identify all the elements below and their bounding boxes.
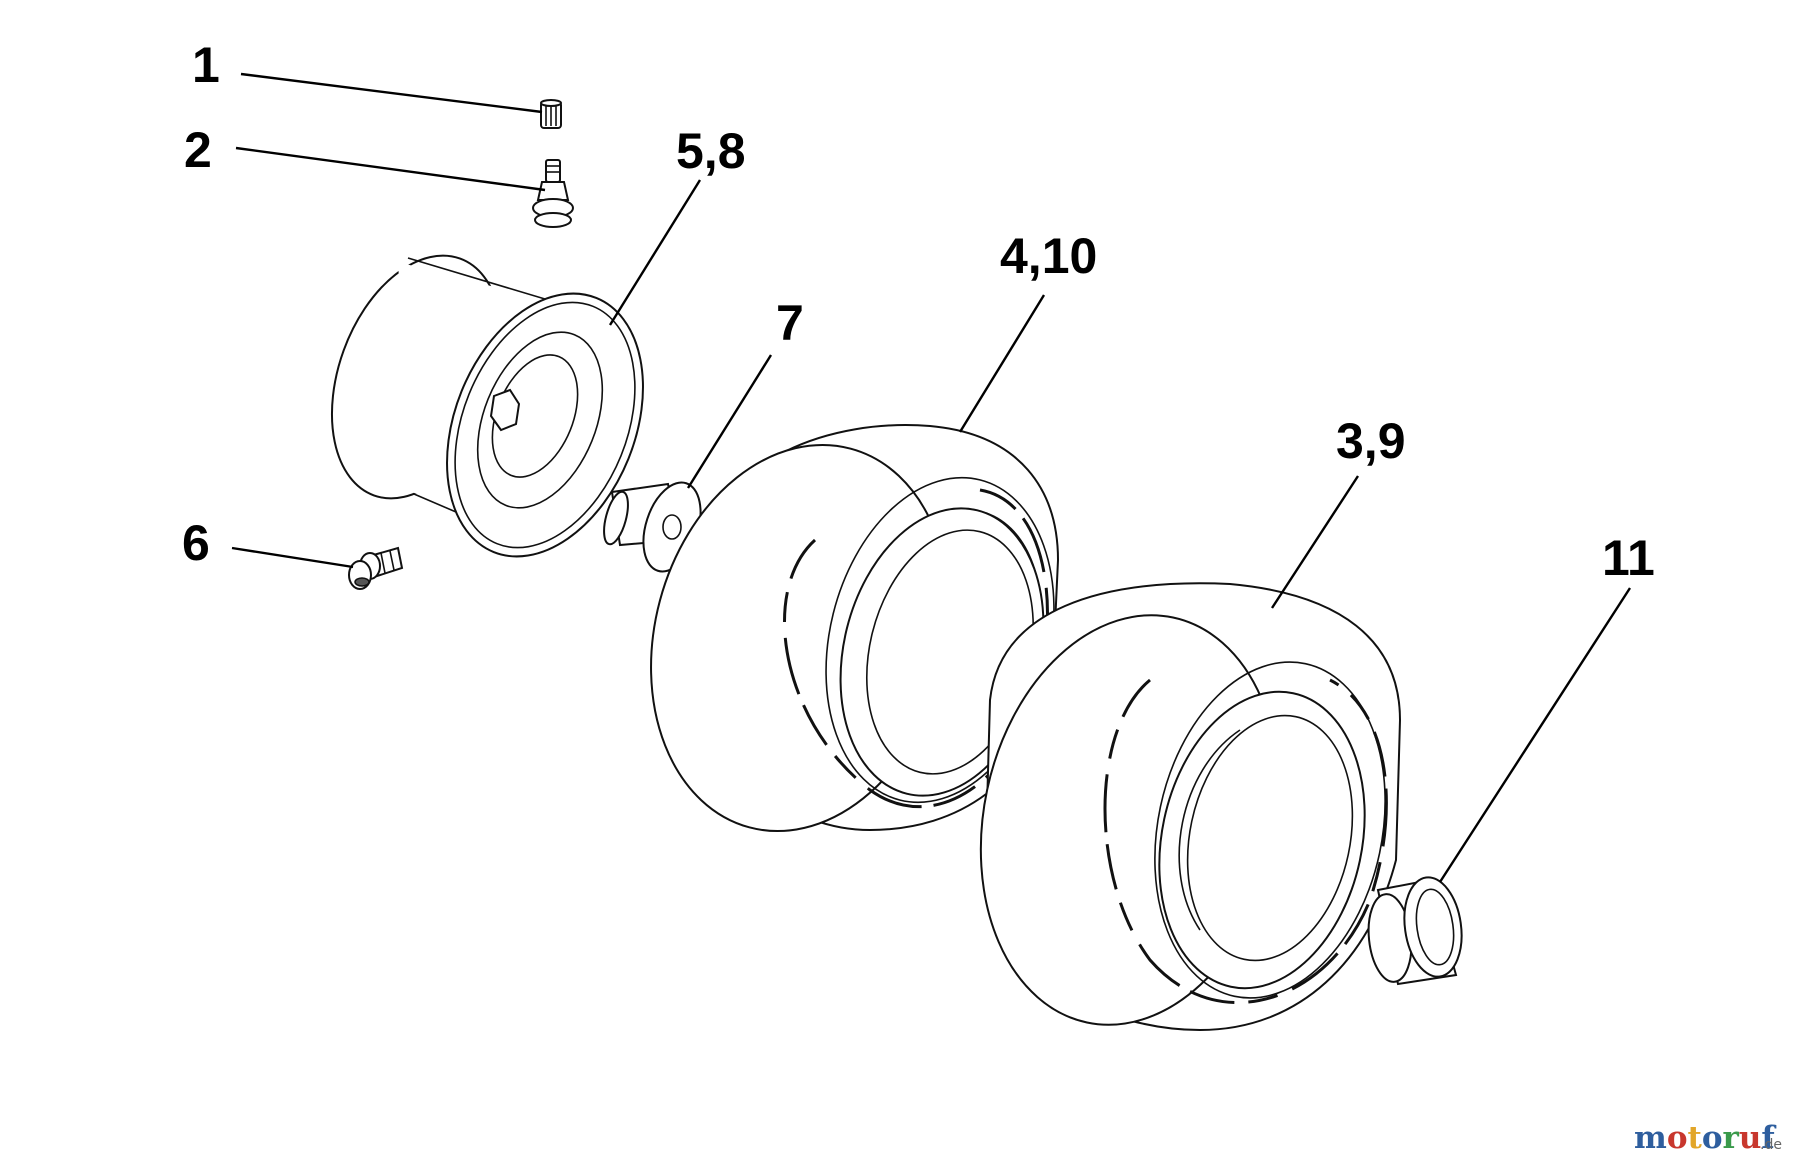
callout-11: 11 bbox=[1602, 530, 1655, 586]
watermark-letter: f bbox=[1761, 1120, 1776, 1156]
callout-3-9: 3,9 bbox=[1336, 413, 1406, 469]
watermark-letter: r bbox=[1723, 1120, 1740, 1156]
part-5-8-rim bbox=[330, 254, 644, 558]
leader-11 bbox=[1438, 587, 1632, 883]
callout-4-10: 4,10 bbox=[1000, 228, 1097, 284]
part-6-grease-fitting bbox=[348, 546, 404, 590]
watermark-suffix: .de bbox=[1760, 1137, 1782, 1153]
leader-5-8 bbox=[608, 179, 702, 326]
watermark-letter: m bbox=[1634, 1120, 1667, 1156]
leader-7 bbox=[686, 354, 773, 489]
part-3-9-tire bbox=[979, 582, 1402, 1032]
leader-6 bbox=[231, 546, 354, 569]
watermark-letter: t bbox=[1688, 1120, 1703, 1156]
leader-lines bbox=[231, 72, 1632, 883]
callout-5-8: 5,8 bbox=[676, 123, 746, 179]
watermark-letter: o bbox=[1667, 1120, 1688, 1156]
part-1-valve-cap bbox=[540, 99, 562, 129]
watermark-logo: motoruf .de bbox=[1634, 1120, 1782, 1156]
part-7-bushing bbox=[603, 481, 702, 573]
callout-7: 7 bbox=[776, 295, 804, 351]
leader-4-10 bbox=[958, 294, 1046, 433]
part-2-valve-stem bbox=[532, 159, 574, 228]
callout-2: 2 bbox=[184, 122, 212, 178]
leader-1 bbox=[240, 72, 543, 114]
callout-1: 1 bbox=[192, 37, 220, 93]
leader-2 bbox=[235, 146, 546, 192]
callout-6: 6 bbox=[182, 515, 210, 571]
leader-3-9 bbox=[1270, 475, 1360, 609]
part-11-spacer bbox=[1367, 876, 1463, 986]
svg-text:motoruf: motoruf bbox=[1634, 1120, 1776, 1156]
watermark-letter: o bbox=[1702, 1120, 1723, 1156]
watermark-letter: u bbox=[1739, 1120, 1762, 1156]
